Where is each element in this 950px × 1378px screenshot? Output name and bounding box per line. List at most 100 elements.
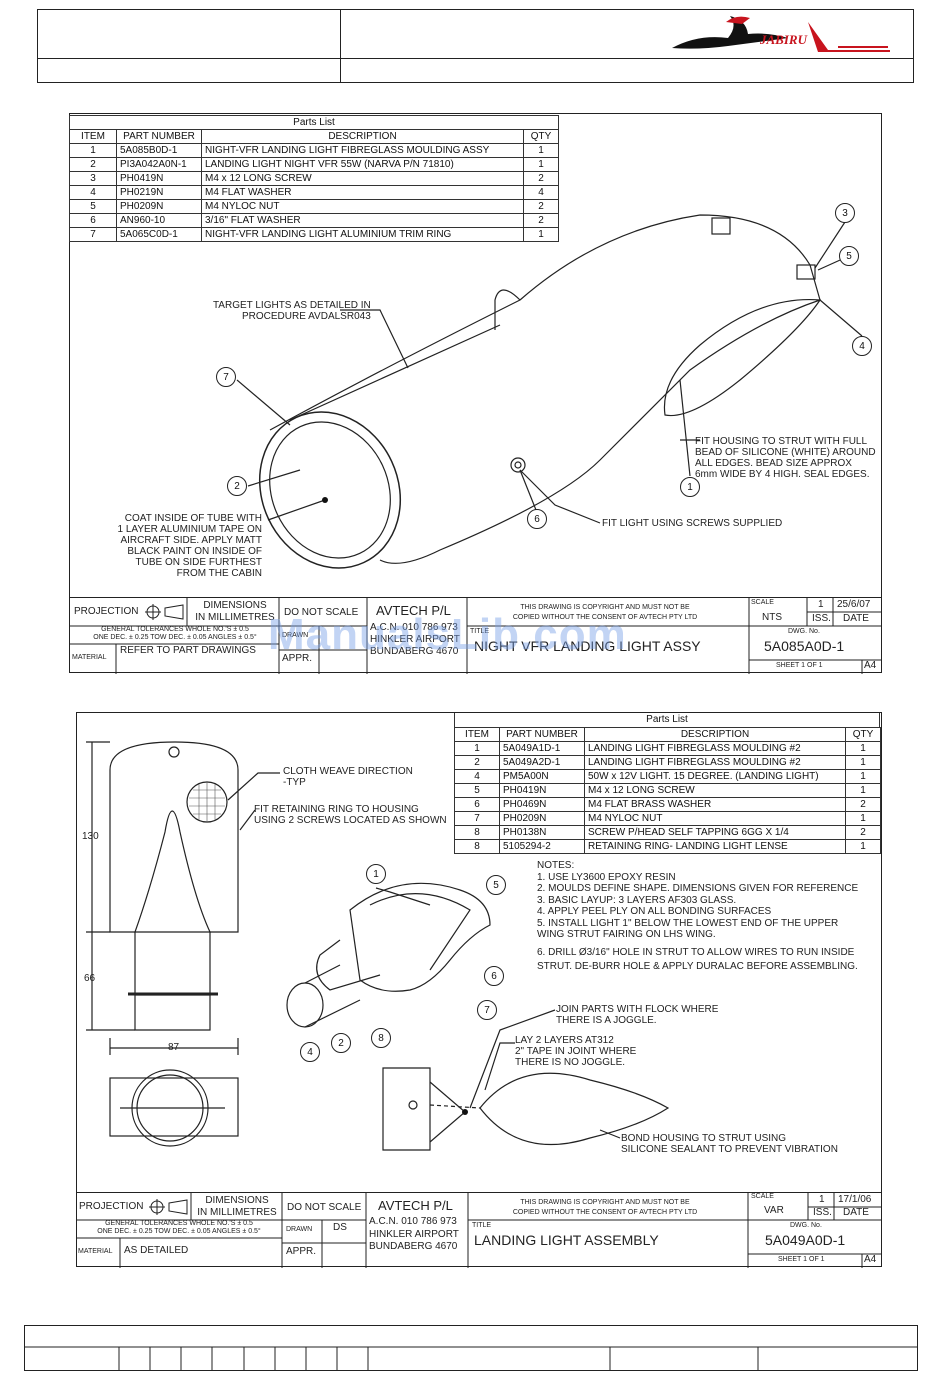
title-block-2-grid	[76, 1193, 882, 1268]
tb1-copyright: THIS DRAWING IS COPYRIGHT AND MUST NOT B…	[512, 604, 698, 621]
tb1-title-label: TITLE	[470, 628, 490, 635]
tb2-projection: PROJECTION	[79, 1201, 144, 1212]
tb1-material-label: MATERIAL	[72, 654, 107, 661]
logo-text: JABIRU	[759, 32, 808, 47]
tb2-title: LANDING LIGHT ASSEMBLY	[474, 1232, 659, 1248]
col-description: DESCRIPTION	[584, 727, 846, 742]
col-qty: QTY	[845, 727, 881, 742]
tb2-do-not-scale: DO NOT SCALE	[287, 1202, 362, 1213]
tb2-drawn-label: DRAWN	[286, 1226, 313, 1233]
title-block-1-grid	[69, 598, 882, 674]
tb2-iss-label: ISS.	[813, 1207, 832, 1218]
callout-1: 1	[366, 864, 386, 884]
parts-list-2-title: Parts List	[454, 713, 880, 727]
tb1-do-not-scale: DO NOT SCALE	[284, 607, 359, 618]
jabiru-logo: JABIRU	[668, 12, 893, 56]
header-divider-h	[37, 58, 914, 59]
tb1-appr-label: APPR.	[282, 653, 313, 664]
footer-grid	[24, 1325, 918, 1371]
callout-7: 7	[477, 1000, 497, 1020]
callout-6: 6	[527, 509, 547, 529]
note-coat-inside: COAT INSIDE OF TUBE WITH 1 LAYER ALUMINI…	[117, 513, 262, 579]
note-fit-housing: FIT HOUSING TO STRUT WITH FULL BEAD OF S…	[695, 436, 876, 480]
tb1-dimensions: DIMENSIONS IN MILLIMETRES	[195, 600, 275, 623]
header-divider-v	[340, 9, 341, 83]
callout-5: 5	[486, 875, 506, 895]
tb2-date-label: DATE	[843, 1207, 869, 1218]
tb2-dwg-label: DWG. No.	[790, 1222, 822, 1229]
drawing-1-frame	[69, 113, 882, 673]
tb2-title-label: TITLE	[472, 1222, 492, 1229]
tb2-material-label: MATERIAL	[78, 1248, 113, 1255]
parts-list-1-title: Parts List	[69, 115, 559, 129]
title-block-2	[76, 1192, 882, 1268]
tb1-date-label: DATE	[843, 613, 869, 624]
watermark: ManualsLib.com	[268, 610, 627, 659]
label-bond-housing: BOND HOUSING TO STRUT USING SILICONE SEA…	[621, 1133, 838, 1155]
callout-5: 5	[839, 246, 859, 266]
tb2-dwg-no: 5A049A0D-1	[765, 1232, 846, 1248]
callout-2: 2	[331, 1033, 351, 1053]
label-lay-layers: LAY 2 LAYERS AT312 2" TAPE IN JOINT WHER…	[515, 1035, 637, 1068]
tb1-scale-label: SCALE	[751, 599, 774, 606]
tb1-material: REFER TO PART DRAWINGS	[120, 645, 256, 656]
tb2-dimensions: DIMENSIONS IN MILLIMETRES	[197, 1195, 277, 1218]
jabiru-bird-icon: JABIRU	[672, 16, 890, 52]
note-fit-light: FIT LIGHT USING SCREWS SUPPLIED	[602, 518, 783, 529]
tb1-address: A.C.N. 010 786 973 HINKLER AIRPORT BUNDA…	[370, 622, 460, 657]
tb2-material: AS DETAILED	[124, 1245, 189, 1256]
col-qty: QTY	[523, 129, 559, 144]
callout-1: 1	[680, 477, 700, 497]
tb1-date: 25/6/07	[837, 599, 871, 610]
title-block-1	[69, 597, 882, 674]
tb2-drawn: DS	[333, 1222, 347, 1233]
dim-height: 130	[82, 831, 99, 842]
col-description: DESCRIPTION	[201, 129, 524, 144]
callout-8: 8	[371, 1028, 391, 1048]
col-part-number: PART NUMBER	[116, 129, 202, 144]
tb1-scale: NTS	[762, 612, 782, 623]
page-footer	[24, 1325, 918, 1371]
tb2-address: A.C.N. 010 786 973 HINKLER AIRPORT BUNDA…	[369, 1216, 459, 1252]
label-join-parts: JOIN PARTS WITH FLOCK WHERE THERE IS A J…	[556, 1004, 719, 1026]
callout-2: 2	[227, 476, 247, 496]
tb1-size: A4	[864, 660, 877, 671]
tb1-company: AVTECH P/L	[376, 603, 451, 618]
notes-list: NOTES: 1. USE LY3600 EPOXY RESIN 2. MOUL…	[537, 860, 859, 972]
callout-6: 6	[484, 966, 504, 986]
tb1-iss-label: ISS.	[812, 613, 831, 624]
tb2-size: A4	[864, 1254, 877, 1265]
tb1-sheet: SHEET 1 OF 1	[776, 662, 823, 669]
col-item: ITEM	[454, 727, 500, 742]
label-cloth-weave: CLOTH WEAVE DIRECTION -TYP	[283, 766, 413, 788]
tb2-scale: VAR	[764, 1205, 784, 1216]
tb1-iss-no: 1	[818, 599, 824, 610]
tb1-dwg-label: DWG. No.	[788, 628, 820, 635]
tb2-sheet: SHEET 1 OF 1	[778, 1256, 825, 1263]
tb2-iss-no: 1	[819, 1194, 825, 1205]
callout-4: 4	[300, 1042, 320, 1062]
note-target-lights: TARGET LIGHTS AS DETAILED IN PROCEDURE A…	[212, 300, 371, 322]
tb1-drawn-label: DRAWN	[282, 632, 309, 639]
callout-4: 4	[852, 336, 872, 356]
dim-lower: 66	[84, 973, 96, 984]
tb2-copyright: THIS DRAWING IS COPYRIGHT AND MUST NOT B…	[512, 1199, 698, 1216]
tb2-company: AVTECH P/L	[378, 1198, 453, 1213]
tb2-appr-label: APPR.	[286, 1246, 317, 1257]
tb1-tolerances: GENERAL TOLERANCES WHOLE NO.'S ± 0.5 ONE…	[93, 626, 257, 641]
dim-width: 87	[168, 1042, 180, 1053]
